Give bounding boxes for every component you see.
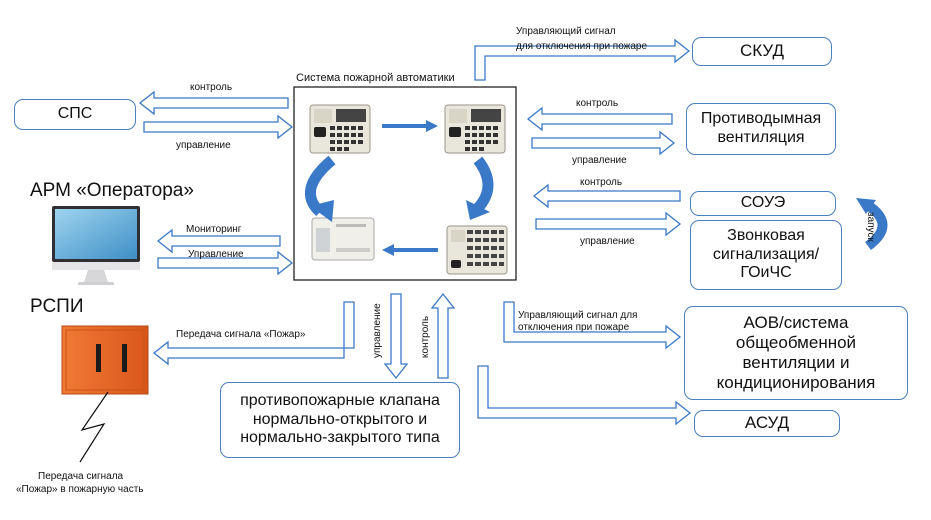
node-valves-line1: противопожарные клапана	[240, 391, 440, 409]
label-arm-manage: Управление	[188, 249, 244, 260]
node-smoke-ventilation-line1: Противодымная	[700, 110, 822, 128]
monitor-icon	[52, 206, 140, 285]
arrow-sps-manage	[143, 114, 294, 140]
internal-curved-arrow-right	[466, 156, 494, 220]
node-sps: СПС	[14, 99, 136, 130]
arrow-arm-manage	[157, 250, 294, 276]
internal-arrow-left	[382, 244, 438, 256]
node-smoke-ventilation: Противодымная вентиляция	[686, 103, 836, 155]
node-skud: СКУД	[692, 37, 832, 66]
arrow-valves-control	[430, 292, 456, 379]
node-fire-valves: противопожарные клапана нормально-открыт…	[220, 382, 460, 458]
label-fire-dept-1: Передача сигнала	[38, 471, 124, 482]
node-smoke-ventilation-line2: вентиляция	[717, 129, 805, 146]
rspi-cabinet-icon	[61, 325, 149, 395]
launch-arrow	[856, 198, 888, 251]
label-valves-manage: управление	[372, 303, 383, 358]
node-bell-line1: Звонковая	[727, 226, 805, 244]
label-vent-manage: управление	[572, 155, 627, 166]
node-aov-line1: АОВ/система	[743, 312, 849, 332]
internal-arrow-right	[382, 120, 438, 132]
node-bell-line3: ГОиЧС	[740, 264, 792, 282]
label-vent-control: контроль	[576, 98, 619, 109]
label-sps-control: контроль	[190, 82, 233, 93]
arrow-asud	[477, 365, 692, 426]
label-soue-control: контроль	[580, 177, 623, 188]
label-aov-signal-1: Управляющий сигнал для	[518, 310, 638, 321]
node-asud-label: АСУД	[744, 413, 790, 433]
label-arm-monitoring: Мониторинг	[186, 224, 242, 235]
label-skud-signal-1: Управляющий сигнал	[516, 26, 616, 37]
power-supply-device	[311, 217, 375, 261]
arrow-rspi-signal	[152, 301, 355, 366]
label-valves-control: контроль	[420, 315, 431, 358]
node-bell-alarm: Звонковая сигнализация/ ГОиЧС	[690, 220, 842, 290]
node-soue: СОУЭ	[690, 191, 836, 216]
node-aov-line3: вентиляции и	[742, 353, 850, 372]
node-asud: АСУД	[694, 410, 840, 437]
rspi-title: РСПИ	[30, 296, 84, 317]
lightning-icon	[79, 391, 109, 463]
label-rspi-signal: Передача сигнала «Пожар»	[176, 329, 306, 340]
internal-curved-arrow-left	[305, 155, 336, 222]
node-aov: АОВ/система общеобменной вентиляции и ко…	[684, 306, 908, 400]
fire-panel-device	[444, 104, 506, 154]
system-title: Система пожарной автоматики	[296, 72, 455, 84]
arrow-vent-manage	[531, 130, 676, 156]
label-soue-manage: управление	[580, 236, 635, 247]
label-fire-dept-2: «Пожар» в пожарную часть	[16, 484, 144, 495]
node-soue-label: СОУЭ	[740, 194, 786, 212]
node-sps-label: СПС	[57, 105, 93, 123]
node-aov-line4: кондиционирования	[716, 373, 876, 393]
label-skud-signal-2: для отключения при пожаре	[516, 41, 648, 52]
node-valves-line2: нормально-открытого и	[252, 410, 428, 428]
node-bell-line2: сигнализация/	[712, 245, 820, 263]
arm-title: АРМ «Оператора»	[30, 180, 194, 201]
node-skud-label: СКУД	[740, 41, 784, 61]
arrow-valves-manage	[383, 293, 409, 380]
arrow-skud	[474, 38, 691, 81]
arrow-sps-control	[138, 90, 289, 116]
arrow-arm-monitoring	[156, 228, 281, 254]
label-aov-signal-2: отключения при пожаре	[518, 322, 630, 333]
arrow-aov	[503, 301, 682, 350]
arrow-vent-control	[526, 106, 673, 132]
label-sps-manage: управление	[176, 140, 231, 151]
label-launch: запуск	[865, 212, 876, 242]
node-valves-line3: нормально-закрытого типа	[240, 429, 440, 447]
arrow-soue-control	[532, 183, 681, 209]
indicator-panel-device	[446, 225, 508, 275]
arrow-soue-manage	[535, 211, 682, 237]
node-aov-line2: общеобменной	[735, 332, 857, 352]
fire-panel-device	[309, 104, 371, 154]
